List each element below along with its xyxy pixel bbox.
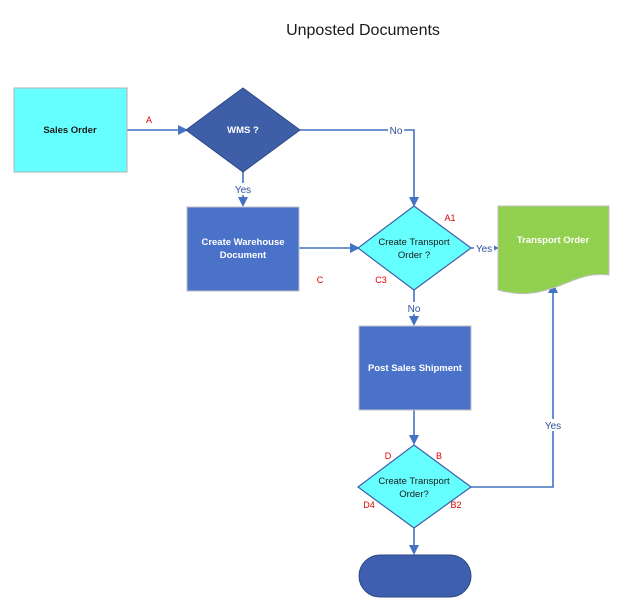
edge-transport2-yes-to-order (471, 283, 558, 488)
create-warehouse-label-line1: Create Warehouse (201, 237, 284, 248)
edge-wms-no-to-transport (300, 129, 419, 207)
transport-order-label: Transport Order (517, 235, 590, 246)
sales-order-label: Sales Order (43, 125, 97, 136)
edge-label-transport1-yes: Yes (476, 244, 492, 255)
edge-label-wms-yes: Yes (235, 185, 251, 196)
marker-c: C (317, 275, 324, 285)
create-warehouse-node (186, 206, 300, 292)
post-sales-node (358, 325, 472, 411)
diagram-title: Unposted Documents (286, 22, 440, 39)
marker-d: D (385, 451, 392, 461)
end-terminator-node (358, 554, 472, 598)
marker-c3: C3 (375, 275, 387, 285)
post-sales-label: Post Sales Shipment (368, 363, 463, 374)
create-transport-decision-1 (357, 205, 473, 291)
create-transport-2-label-line1: Create Transport (378, 476, 450, 487)
create-transport-2-label-line2: Order? (399, 489, 429, 500)
marker-d4: D4 (363, 500, 375, 510)
create-warehouse-label-line2: Document (220, 250, 267, 261)
create-transport-1-label-line2: Order ? (398, 250, 430, 261)
wms-decision-node (185, 87, 301, 173)
marker-b2: B2 (450, 500, 461, 510)
edge-label-transport1-no: No (408, 304, 421, 315)
transport-order-node (497, 205, 610, 295)
marker-b: B (436, 451, 442, 461)
marker-a: A (146, 115, 152, 125)
create-transport-decision-2 (356, 444, 473, 529)
create-transport-1-label-line1: Create Transport (378, 237, 450, 248)
edge-label-transport2-yes: Yes (545, 421, 561, 432)
edge-label-wms-no: No (390, 126, 403, 137)
marker-a1: A1 (444, 213, 455, 223)
sales-order-node (13, 87, 128, 173)
wms-decision-label: WMS ? (227, 125, 259, 136)
